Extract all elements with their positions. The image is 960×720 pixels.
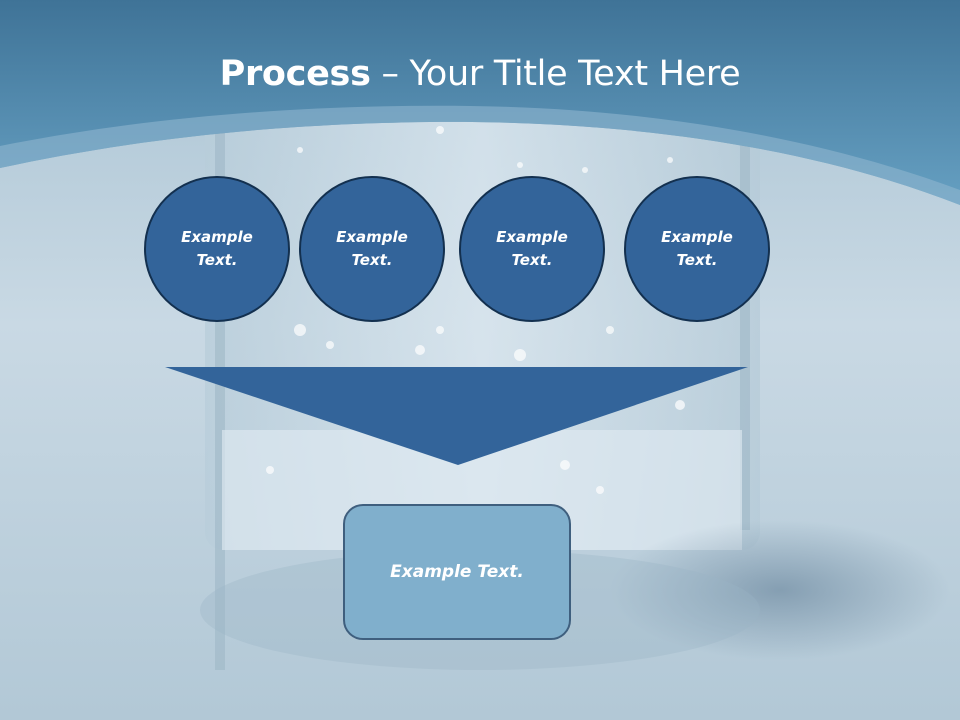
step-circle-3[interactable]: Example Text. [459,176,605,322]
step-circle-4[interactable]: Example Text. [624,176,770,322]
result-label: Example Text. [390,562,524,582]
step-label: Example Text. [336,228,408,269]
step-circle-1[interactable]: Example Text. [144,176,290,322]
step-label: Example Text. [496,228,568,269]
slide-title: Process – Your Title Text Here [0,52,960,96]
step-label: Example Text. [181,228,253,269]
title-bold-text: Process [219,54,371,94]
funnel-arrow [165,367,748,465]
step-label: Example Text. [661,228,733,269]
step-circle-2[interactable]: Example Text. [299,176,445,322]
result-box[interactable]: Example Text. [343,504,571,640]
title-rest-text: – Your Title Text Here [370,54,741,94]
